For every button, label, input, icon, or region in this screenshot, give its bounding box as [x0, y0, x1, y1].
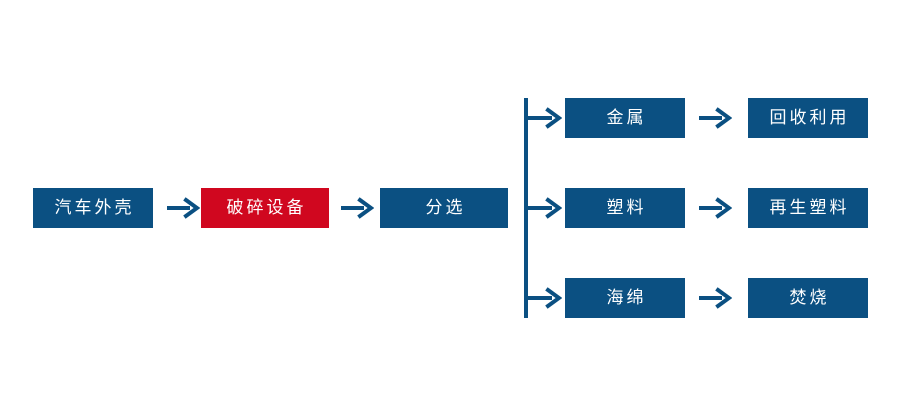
arrow-right-icon-sponge-to-destination — [698, 287, 732, 309]
vertical-bus-line — [524, 98, 528, 318]
arrow-right-icon-shredder-to-sorting — [340, 197, 374, 219]
node-material-plastic[interactable]: 塑料 — [565, 188, 685, 228]
node-shredder[interactable]: 破碎设备 — [201, 188, 329, 228]
node-material-sponge[interactable]: 海绵 — [565, 278, 685, 318]
arrow-right-icon-metal-to-destination — [698, 107, 732, 129]
node-destination-sponge[interactable]: 焚烧 — [748, 278, 868, 318]
branch-arrow-right-icon-metal — [526, 107, 562, 129]
node-shell[interactable]: 汽车外壳 — [33, 188, 153, 228]
node-destination-metal[interactable]: 回收利用 — [748, 98, 868, 138]
arrow-right-icon-plastic-to-destination — [698, 197, 732, 219]
node-material-metal[interactable]: 金属 — [565, 98, 685, 138]
node-sorting[interactable]: 分选 — [380, 188, 508, 228]
branch-arrow-right-icon-plastic — [526, 197, 562, 219]
branch-arrow-right-icon-sponge — [526, 287, 562, 309]
node-destination-plastic[interactable]: 再生塑料 — [748, 188, 868, 228]
arrow-right-icon-shell-to-shredder — [166, 197, 200, 219]
